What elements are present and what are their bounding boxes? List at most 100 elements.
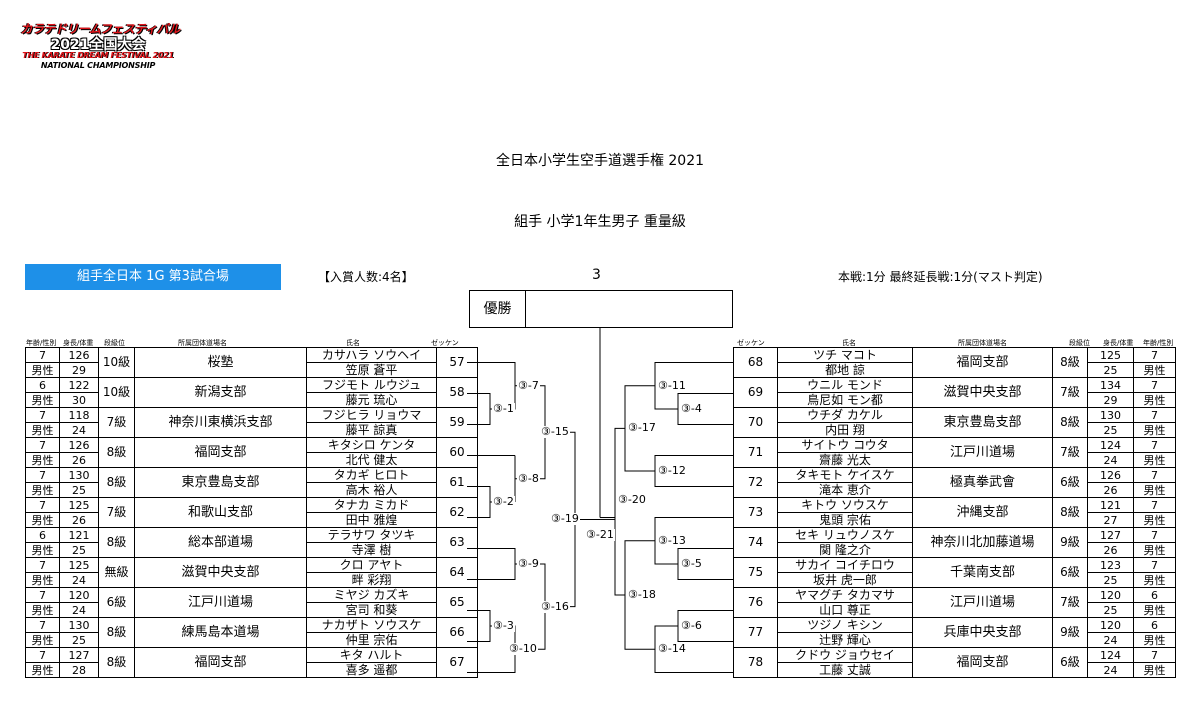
tournament-title: 全日本小学生空手道選手権 2021: [495, 153, 705, 169]
name-kana: クロ アヤト: [306, 557, 437, 573]
match-number-label: ③-15: [540, 425, 570, 439]
match-number-label: ③-6: [680, 619, 703, 632]
name-kana: ウチダ カケル: [777, 407, 913, 423]
name-kana: ツジノ キシン: [777, 617, 913, 633]
sex: 男性: [25, 632, 60, 648]
zekken: 74: [733, 527, 778, 558]
header-age-sex-right: 年齢/性別: [1143, 339, 1174, 347]
zekken: 60: [436, 437, 478, 468]
match-number-label: ③-20: [617, 492, 647, 506]
club: 福岡支部: [912, 647, 1053, 678]
club: 極真拳武會: [912, 467, 1053, 498]
header-club-right: 所属団体道場名: [958, 339, 1007, 347]
rank: 7級: [1052, 377, 1088, 408]
sex: 男性: [25, 452, 60, 468]
match-number-label: ③-12: [657, 464, 687, 477]
club: 東京豊島支部: [134, 467, 307, 498]
weight: 24: [1087, 662, 1134, 678]
club: 総本部道場: [134, 527, 307, 558]
match-number-label: ③-3: [492, 619, 515, 632]
zekken: 66: [436, 617, 478, 648]
division-title: 組手 小学1年生男子 重量級: [514, 214, 686, 230]
height: 124: [1087, 437, 1134, 453]
rank: 無級: [98, 557, 135, 588]
rank: 8級: [98, 647, 135, 678]
name-kana: タカギ ヒロト: [306, 467, 437, 483]
header-rank-left: 段級位: [104, 339, 125, 347]
match-rules: 本戦:1分 最終延長戦:1分(マスト判定): [838, 270, 1043, 284]
sex: 男性: [1133, 632, 1176, 648]
zekken: 76: [733, 587, 778, 618]
round-number: 3: [592, 267, 601, 283]
club: 滋賀中央支部: [912, 377, 1053, 408]
name-kanji: 滝本 恵介: [777, 482, 913, 498]
header-name-left: 氏名: [346, 339, 360, 347]
match-number-label: ③-8: [517, 471, 540, 485]
header-age-sex-left: 年齢/性別: [26, 339, 57, 347]
name-kanji: 鳥尼如 モン都: [777, 392, 913, 408]
rank: 7級: [98, 497, 135, 528]
rank: 6級: [1052, 647, 1088, 678]
weight: 25: [59, 632, 99, 648]
match-number-label: ③-21: [585, 527, 615, 541]
match-number-label: ③-14: [657, 642, 687, 656]
sex: 男性: [1133, 572, 1176, 588]
weight: 30: [59, 392, 99, 408]
name-kanji: 田中 雅煌: [306, 512, 437, 528]
name-kanji: 山口 尊正: [777, 602, 913, 618]
zekken: 71: [733, 437, 778, 468]
weight: 28: [59, 662, 99, 678]
zekken: 69: [733, 377, 778, 408]
height: 125: [59, 557, 99, 573]
match-number-label: ③-4: [680, 402, 703, 415]
match-number-label: ③-13: [657, 533, 687, 547]
name-kana: キタ ハルト: [306, 647, 437, 663]
age: 7: [1133, 377, 1176, 393]
champion-box: 優勝: [469, 290, 733, 328]
match-number-label: ③-5: [680, 557, 703, 570]
header-name-right: 氏名: [842, 339, 856, 347]
club: 神奈川東横浜支部: [134, 407, 307, 438]
name-kana: カサハラ ソウヘイ: [306, 347, 437, 363]
match-number-label: ③-18: [627, 588, 657, 601]
name-kanji: 喜多 遥都: [306, 662, 437, 678]
sex: 男性: [25, 482, 60, 498]
club: 新潟支部: [134, 377, 307, 408]
header-zekken-right: ゼッケン: [737, 339, 765, 347]
zekken: 58: [436, 377, 478, 408]
name-kana: サイトウ コウタ: [777, 437, 913, 453]
height: 120: [59, 587, 99, 603]
club: 福岡支部: [134, 437, 307, 468]
weight: 26: [1087, 542, 1134, 558]
match-number-label: ③-2: [492, 495, 515, 508]
name-kana: クドウ ジョウセイ: [777, 647, 913, 663]
zekken: 62: [436, 497, 478, 528]
height: 120: [1087, 587, 1134, 603]
zekken: 72: [733, 467, 778, 498]
event-logo: カラテドリームフェスティバル 2021全国大会 THE KARATE DREAM…: [8, 20, 180, 74]
zekken: 67: [436, 647, 478, 678]
zekken: 65: [436, 587, 478, 618]
club: 東京豊島支部: [912, 407, 1053, 438]
